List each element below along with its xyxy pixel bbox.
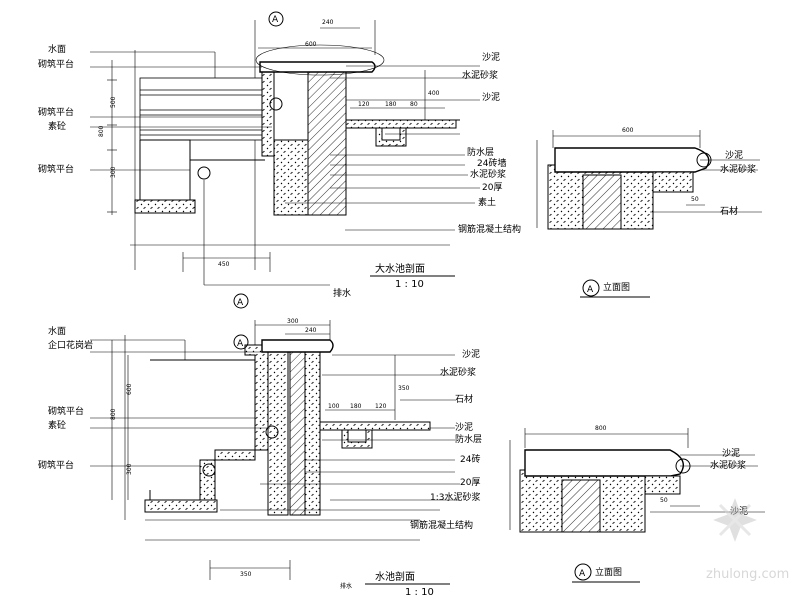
label-upper-left-2: 砌筑平台	[38, 106, 74, 118]
detail-upper: 600 沙泥 水泥砂浆 石材 50 A 立面图	[536, 127, 762, 298]
label-lower-left-1: 企口花岗岩	[48, 339, 93, 351]
dim-upper-400: 400	[428, 90, 440, 97]
caption-lower: 水池剖面	[375, 570, 415, 583]
label-upper-right-6: 水泥砂浆	[470, 168, 506, 180]
dim-upper-800: 800	[98, 125, 105, 137]
pointer-lower: 排水	[340, 582, 352, 590]
label-water-surface: 水面	[48, 43, 66, 55]
label-lower-right-5: 防水层	[455, 433, 482, 445]
label-lower-left-2: 砌筑平台	[48, 405, 84, 417]
dim-upper-240: 240	[322, 19, 334, 26]
label-lower-right-3: 石材	[455, 393, 473, 405]
detail-lower-mark: A	[579, 569, 586, 579]
label-lower-right-7: 20厚	[460, 477, 480, 488]
watermark-logo	[713, 498, 757, 542]
dim-upper-300: 300	[110, 166, 117, 178]
detail-upper-label-3: 石材	[720, 205, 738, 217]
label-upper-right-4: 防水层	[467, 146, 494, 158]
detail-upper-caption: 立面图	[603, 281, 630, 293]
detail-lower-label-2: 水泥砂浆	[710, 459, 746, 471]
detail-upper-label-1: 沙泥	[725, 150, 743, 161]
label-upper-right-3: 沙泥	[482, 92, 500, 103]
label-lower-left-3: 素砼	[48, 419, 66, 431]
label-upper-left-1: 砌筑平台	[38, 58, 74, 70]
label-upper-right-2: 水泥砂浆	[462, 69, 498, 81]
dim-lower-100: 100	[328, 403, 340, 410]
label-lower-right-6: 24砖	[460, 453, 480, 465]
label-upper-right-1: 沙泥	[482, 52, 500, 63]
dim-lower-600: 600	[126, 383, 133, 395]
label-upper-right-8: 素土	[478, 196, 496, 208]
detail-lower-caption: 立面图	[595, 566, 622, 578]
dim-upper-120: 120	[358, 101, 370, 108]
dim-upper-180: 180	[385, 101, 397, 108]
label-lower-right-2: 水泥砂浆	[440, 366, 476, 378]
detail-lower-dim-50: 50	[660, 497, 668, 504]
dim-lower-180: 180	[350, 403, 362, 410]
detail-lower-label-1: 沙泥	[722, 448, 740, 459]
detail-upper-dim-600: 600	[622, 127, 634, 134]
label-lower-left-4: 砌筑平台	[38, 459, 74, 471]
section-lower: 300 240 800 600 300 100 180 120 350	[38, 293, 482, 598]
dim-upper-80: 80	[410, 101, 418, 108]
scale-lower: 1 : 10	[405, 587, 434, 598]
detail-upper-label-2: 水泥砂浆	[720, 163, 756, 175]
dim-upper-450: 450	[218, 261, 230, 268]
watermark-text: zhulong.com	[706, 567, 789, 582]
pointer-upper: 排水	[333, 287, 351, 299]
scale-upper: 1 : 10	[395, 279, 424, 290]
dim-lower-240: 240	[305, 327, 317, 334]
dim-lower-300b: 300	[126, 463, 133, 475]
watermark: zhulong.com	[706, 498, 789, 582]
label-upper-left-3: 素砼	[48, 120, 66, 132]
label-lower-right-9: 钢筋混凝土结构	[410, 519, 473, 531]
label-lower-water-surface: 水面	[48, 325, 66, 337]
dim-upper-500: 500	[110, 96, 117, 108]
detail-upper-mark: A	[587, 285, 594, 295]
label-upper-right-9: 钢筋混凝土结构	[458, 223, 521, 235]
label-lower-right-8: 1:3水泥砂浆	[430, 491, 481, 503]
dim-upper-600: 600	[305, 41, 317, 48]
label-upper-right-5: 24砖墙	[477, 157, 506, 169]
label-lower-right-1: 沙泥	[462, 349, 480, 360]
dim-lower-120: 120	[375, 403, 387, 410]
dim-lower-350: 350	[398, 385, 410, 392]
section-upper: 120 180 80 400 450 A 240 600 500 800	[38, 11, 521, 299]
detail-lower-dim-800: 800	[595, 425, 607, 432]
dim-lower-800: 800	[110, 408, 117, 420]
section-mark-lower-2: A	[237, 339, 244, 349]
dim-lower-350b: 350	[240, 571, 252, 578]
caption-upper: 大水池剖面	[375, 262, 425, 275]
label-upper-left-4: 砌筑平台	[38, 163, 74, 175]
dim-lower-300: 300	[287, 318, 299, 325]
section-mark-upper: A	[272, 15, 279, 25]
detail-upper-dim-50: 50	[691, 196, 699, 203]
detail-lower: 800 沙泥 水泥砂浆 沙泥 50 A 立面图	[509, 425, 765, 583]
section-mark-lower-1: A	[237, 298, 244, 308]
label-lower-right-4: 沙泥	[455, 422, 473, 433]
label-upper-right-7: 20厚	[482, 182, 502, 193]
